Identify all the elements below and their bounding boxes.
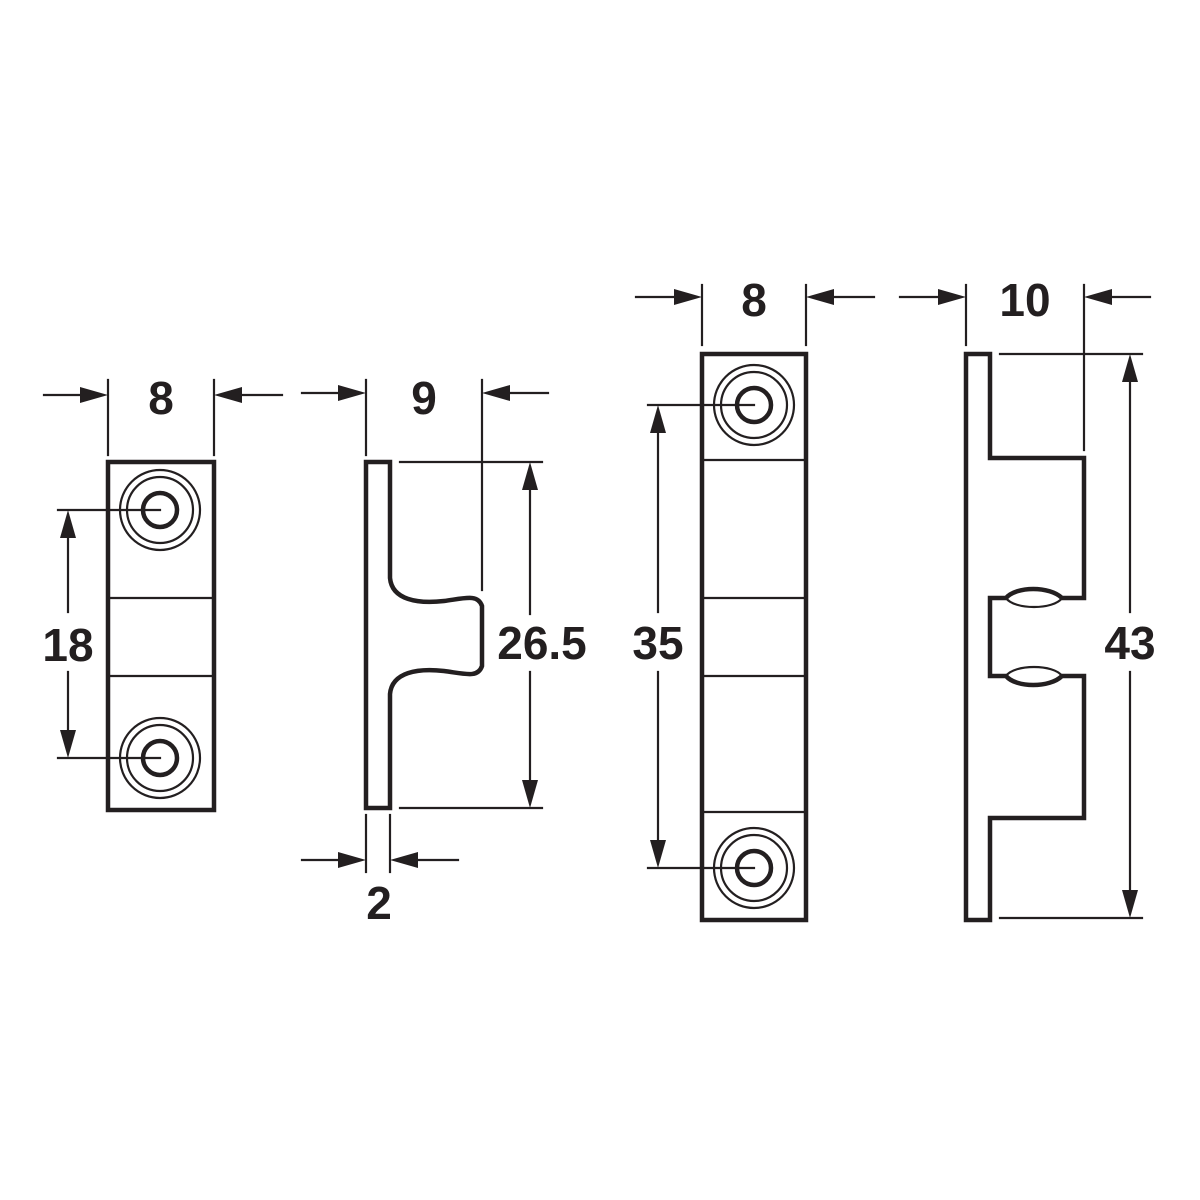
label-depth-small-side: 9 (411, 372, 437, 424)
label-plate-thickness-small-side: 2 (366, 877, 392, 929)
dimension-hole-spacing-large-front: 35 (632, 403, 756, 870)
dimension-hole-spacing-small-front: 18 (42, 508, 162, 760)
large-catch-side-view: 10 43 (898, 274, 1156, 923)
label-height-large-side: 43 (1104, 617, 1155, 669)
label-width-large-front: 8 (741, 274, 767, 326)
small-catch-body (105, 459, 217, 813)
small-catch-side-view: 9 26.5 2 (300, 372, 587, 929)
small-catch-side-profile (363, 459, 485, 811)
label-height-small-side: 26.5 (497, 617, 587, 669)
dimension-width-small-front: 8 (42, 372, 284, 457)
large-catch-body (699, 351, 809, 923)
dimension-depth-large-side: 10 (898, 274, 1152, 452)
small-catch-front-view: 8 18 (42, 372, 284, 813)
dimension-depth-small-side: 9 (300, 372, 550, 592)
dimension-height-small-side: 26.5 (398, 460, 587, 810)
dimension-plate-thickness-small-side: 2 (300, 813, 460, 929)
label-hole-spacing-small-front: 18 (42, 619, 93, 671)
large-catch-front-view: 8 35 (632, 274, 876, 923)
dimension-width-large-front: 8 (634, 274, 876, 347)
large-catch-side-profile (963, 351, 1087, 923)
ball-roller-bottom (1004, 666, 1064, 678)
ball-roller-top (1004, 596, 1064, 608)
dimension-height-large-side: 43 (998, 352, 1156, 920)
label-width-small-front: 8 (148, 372, 174, 424)
label-hole-spacing-large-front: 35 (632, 617, 683, 669)
label-depth-large-side: 10 (999, 274, 1050, 326)
